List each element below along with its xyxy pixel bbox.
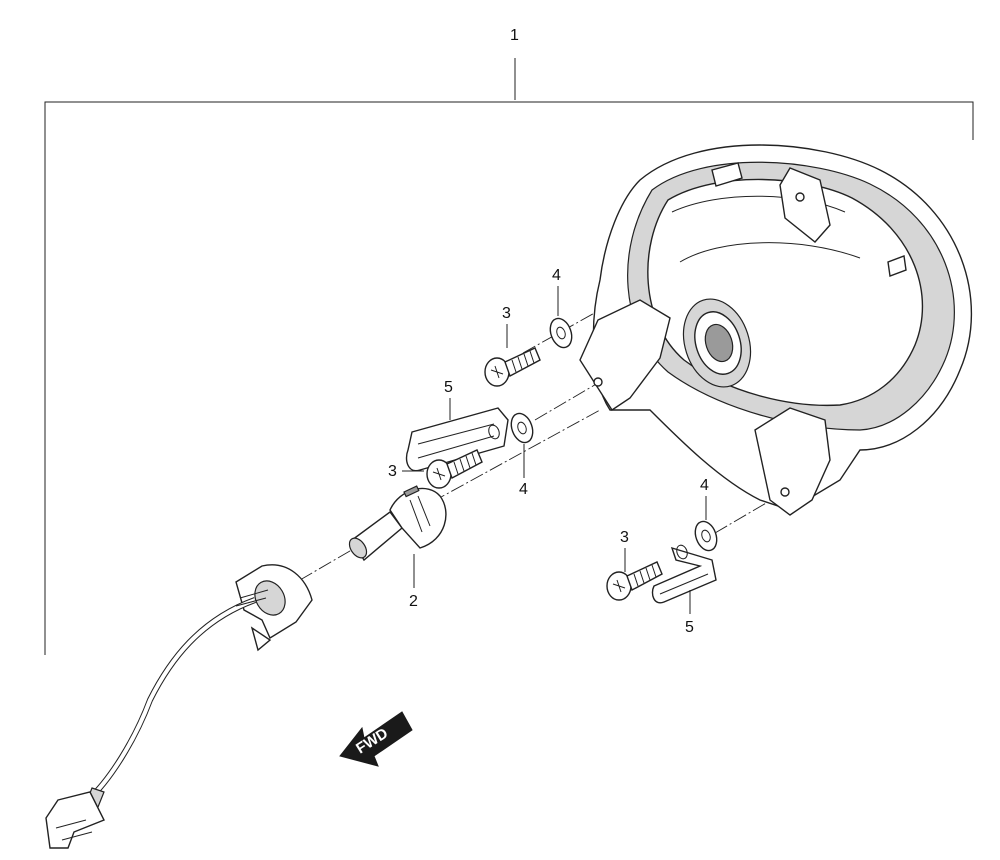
- tail-light-housing: [579, 144, 973, 516]
- callout-labels: 1 4 3 5 3 4 2 4 3 5: [388, 27, 709, 636]
- assembly-bracket: [44, 58, 974, 655]
- callout-5-upper: 5: [444, 379, 453, 396]
- callout-2: 2: [409, 593, 418, 610]
- washer-middle: [510, 412, 534, 444]
- bulb: [348, 485, 447, 562]
- socket-harness: [45, 564, 313, 849]
- callout-3-middle: 3: [388, 463, 397, 480]
- bracket-lower: [651, 544, 717, 604]
- screw-middle: [426, 449, 483, 489]
- callout-1: 1: [510, 27, 519, 44]
- fwd-arrow: FWD: [339, 711, 413, 767]
- washer-lower: [694, 520, 718, 552]
- washer-upper: [549, 317, 573, 349]
- callout-4-middle: 4: [519, 481, 528, 498]
- callout-4-upper: 4: [552, 267, 561, 284]
- callout-5-lower: 5: [685, 619, 694, 636]
- bracket-upper: [405, 407, 509, 472]
- screw-upper: [484, 347, 541, 387]
- callout-3-upper: 3: [502, 305, 511, 322]
- callout-4-lower: 4: [700, 477, 709, 494]
- callout-3-lower: 3: [620, 529, 629, 546]
- screw-lower: [606, 561, 663, 601]
